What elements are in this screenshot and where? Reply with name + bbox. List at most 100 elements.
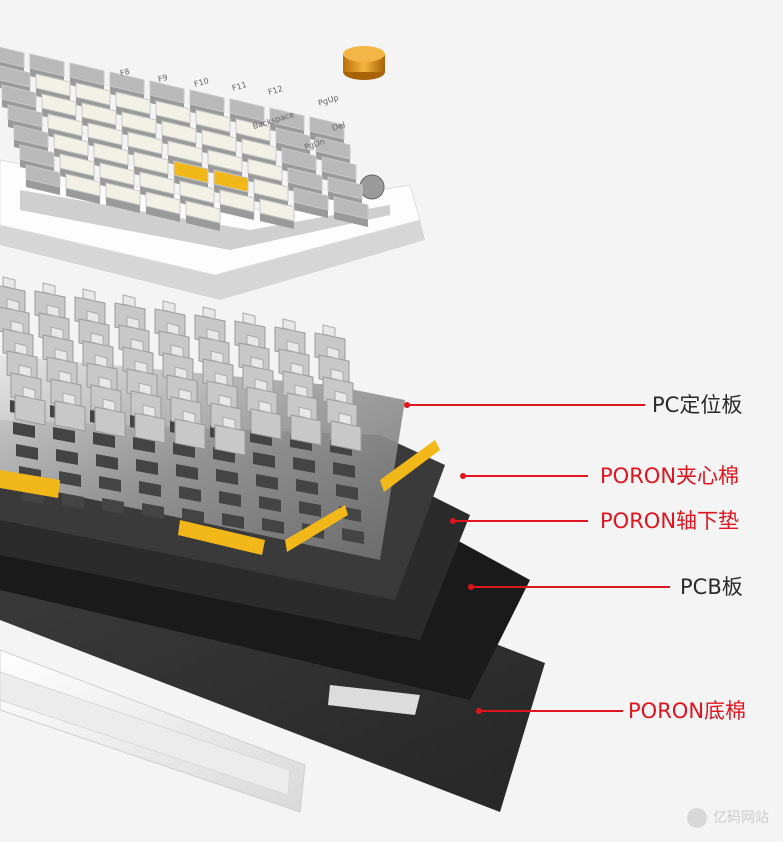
plate-hole [56,449,78,465]
keycap [287,167,323,191]
plate-hole [219,491,241,507]
keycap-side [220,204,254,220]
switch-stem [102,398,116,412]
keycap [189,89,225,113]
keycap [241,138,277,162]
keycap [315,136,351,160]
switch-stem [42,282,56,296]
label-pcb: PCB板 [680,575,743,599]
keycap [185,200,221,224]
plate-hole [222,513,244,529]
keycap [161,120,197,144]
plate-hole [142,503,164,519]
knob-hole [359,174,385,200]
switch-stem [294,384,308,398]
watermark-text: 亿码网站 [713,810,769,826]
switch-stem [178,388,192,402]
plate-hole [182,508,204,524]
switch-stem [10,320,24,334]
plate-hole [59,471,81,487]
switch-stem [58,370,72,384]
switch-stem [18,364,32,378]
switch-stem [298,406,312,420]
plate-hole [262,518,284,534]
keycap [281,147,317,171]
yellow-strip-3 [285,505,348,552]
keycap [321,156,357,180]
keycap [109,71,145,95]
label-poron-sandwich-foam: PORON夹心棉 [600,464,740,488]
keycap [155,100,191,124]
keycap [41,93,77,117]
keycap [149,80,185,104]
yellow-strip-2 [178,520,265,555]
switches [0,276,362,456]
switch-stem [142,404,156,418]
plate-hole [342,528,364,544]
keycap [25,164,61,188]
keycap-side [146,206,180,222]
keycap-side [26,179,60,195]
plate-hole [133,437,155,453]
plate-hole [296,479,318,495]
switch-stem [242,312,256,326]
switch-stem [326,346,340,360]
plate-hole [136,459,158,475]
switch-stem [214,372,228,386]
plate-hole [93,432,115,448]
switch-stem [254,378,268,392]
plate-hole [179,486,201,502]
switch-stem [94,354,108,368]
switch-stem [90,332,104,346]
switch-stem [134,360,148,374]
watermark: 亿码网站 [687,807,769,828]
keycap [1,84,37,108]
plate-hole [53,427,75,443]
switch-stem [54,348,68,362]
switch-stem [22,386,36,400]
keycap [333,196,369,220]
keycap [269,107,305,131]
keycap [59,153,95,177]
switch-stem [162,300,176,314]
keycap [133,151,169,175]
switch-stem [138,382,152,396]
plate-hole [62,493,84,509]
keycap [53,133,89,157]
plate-hole [96,454,118,470]
keycap [195,109,231,133]
keycap [19,144,55,168]
bottom-case-inner [0,671,291,796]
plate-hole [102,498,124,514]
leader-lines [404,402,670,714]
label-pc-plate: PC定位板 [652,393,743,417]
switch-stem [170,344,184,358]
plate-hole [139,481,161,497]
switch-stem [258,400,272,414]
keycap [253,178,289,202]
switch-stem [250,356,264,370]
keycap-side [294,202,328,218]
switch-stem [286,340,300,354]
switch-stem [62,392,76,406]
plate-hole [16,444,38,460]
keycap [145,191,181,215]
switch-stem [6,298,20,312]
keycap [105,182,141,206]
switch-stem [174,366,188,380]
switch-stem [166,322,180,336]
keycap [327,176,363,200]
yellow-strip-1 [0,470,60,498]
switch-stem [210,350,224,364]
keycap [121,111,157,135]
keycap [139,171,175,195]
keycap [7,104,43,128]
label-poron-switch-pad: PORON轴下垫 [600,509,740,533]
switch-stem [50,326,64,340]
keycap [0,65,31,88]
switch-stem [130,338,144,352]
keycap [47,113,83,137]
switch-stem [290,362,304,376]
